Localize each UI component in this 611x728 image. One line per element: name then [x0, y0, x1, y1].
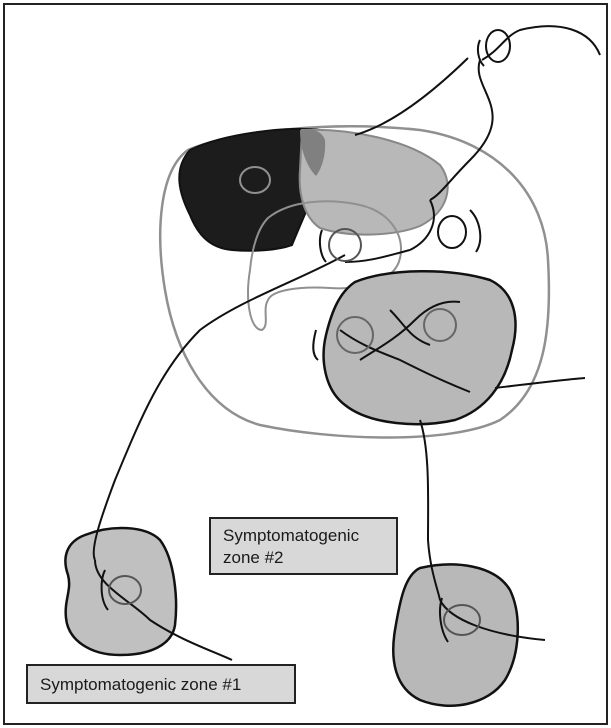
zone1-gray-region — [65, 528, 176, 655]
black-region — [179, 129, 320, 251]
lower-right-gray-region — [393, 564, 518, 705]
center-right-gray-region — [324, 271, 516, 424]
symptomatogenic-zone-1-label: Symptomatogenic zone #1 — [26, 664, 296, 704]
symptomatogenic-zone-2-label: Symptomatogenic zone #2 — [209, 517, 398, 575]
